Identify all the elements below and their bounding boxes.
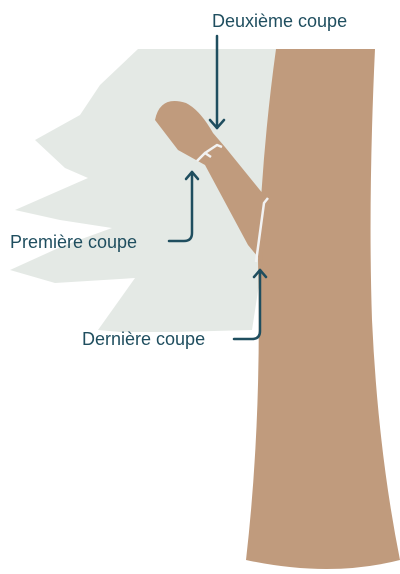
final-cut-label: Dernière coupe [82,329,205,349]
trunk [246,49,400,569]
second-cut-label: Deuxième coupe [212,11,347,31]
first-cut-label: Première coupe [10,232,137,252]
